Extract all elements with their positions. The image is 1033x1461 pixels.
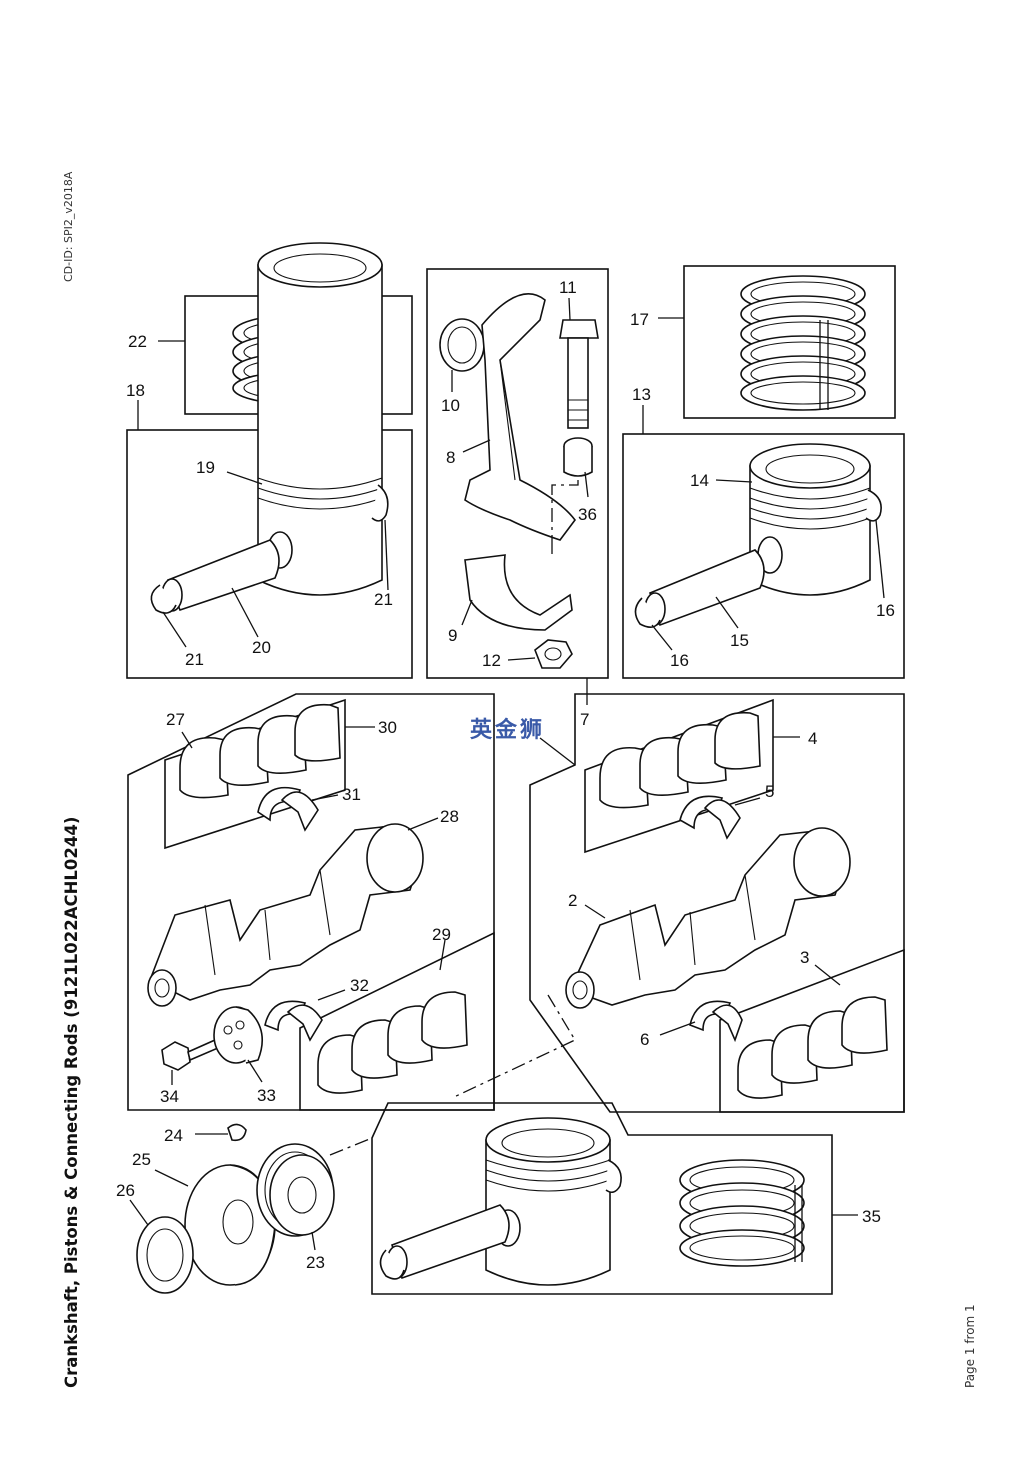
callout-15: 15: [730, 631, 749, 650]
callout-14: 14: [690, 471, 709, 490]
crankshaft-box-left: [127, 693, 495, 1111]
crankshaft-box-right: [529, 693, 905, 1113]
callout-3: 3: [800, 948, 809, 967]
callout-35: 35: [862, 1207, 881, 1226]
piston-14: [749, 443, 882, 596]
piston-rings-17: [740, 275, 866, 411]
thrust-washers-32: [264, 1000, 323, 1042]
piston-kit-box-35: [371, 1102, 833, 1295]
callout-21-left: 21: [185, 650, 204, 669]
callout-9: 9: [448, 626, 457, 645]
piston-kit-rings: [679, 1159, 805, 1267]
crankshaft-2: [565, 827, 851, 1009]
callout-33: 33: [257, 1086, 276, 1105]
bearing-box-3: [719, 948, 905, 1113]
callout-12: 12: [482, 651, 501, 670]
callout-4: 4: [808, 729, 817, 748]
callout-30: 30: [378, 718, 397, 737]
callout-28: 28: [440, 807, 459, 826]
crankshaft-28: [147, 823, 424, 1007]
callout-24: 24: [164, 1126, 183, 1145]
connecting-rod-8: [439, 293, 577, 541]
rings-box-17: [683, 265, 896, 419]
callout-21-right: 21: [374, 590, 393, 609]
thrust-washers-6: [689, 1000, 743, 1043]
pulley-33: [213, 1006, 264, 1064]
thrust-washers-5: [679, 795, 741, 840]
circlip-16: [634, 597, 661, 628]
rod-bearings-3: [737, 996, 888, 1099]
callout-18: 18: [126, 381, 145, 400]
washer-26: [136, 1216, 194, 1294]
circlip-21: [150, 584, 177, 614]
callout-32: 32: [350, 976, 369, 995]
callout-17: 17: [630, 310, 649, 329]
rod-bearings-29: [317, 991, 468, 1094]
main-bearings-27: [179, 703, 341, 799]
piston-pin-20: [161, 539, 280, 612]
callout-2: 2: [568, 891, 577, 910]
bolt-34: [161, 1038, 220, 1071]
callout-22: 22: [128, 332, 147, 351]
bearing-box-29: [299, 931, 495, 1111]
callout-10: 10: [441, 396, 460, 415]
watermark-stamp: 英金狮: [470, 718, 546, 743]
bearing-box-4: [584, 698, 774, 854]
nut-12: [534, 639, 573, 669]
piston-kit-piston: [485, 1117, 622, 1286]
callout-27: 27: [166, 710, 185, 729]
gear-23: [256, 1143, 335, 1237]
callout-8: 8: [446, 448, 455, 467]
callout-34: 34: [160, 1087, 179, 1106]
callout-19: 19: [196, 458, 215, 477]
callout-5: 5: [765, 782, 774, 801]
conrod-box-7: [426, 268, 609, 679]
bolt-11: [559, 319, 599, 429]
thrust-washers-31: [257, 786, 319, 832]
piston-box-13: [622, 433, 905, 679]
piston-19: [257, 242, 389, 596]
callout-31: 31: [342, 785, 361, 804]
callout-26: 26: [116, 1181, 135, 1200]
callout-25: 25: [132, 1150, 151, 1169]
callout-13: 13: [632, 385, 651, 404]
callout-23: 23: [306, 1253, 325, 1272]
piston-pin-15: [644, 549, 765, 627]
callout-20: 20: [252, 638, 271, 657]
callout-29: 29: [432, 925, 451, 944]
rod-cap-9: [464, 554, 573, 631]
callout-7: 7: [580, 710, 589, 729]
dowel-36: [563, 437, 593, 477]
piston-kit-pin: [379, 1204, 510, 1280]
callout-16-left: 16: [670, 651, 689, 670]
key-24: [227, 1123, 247, 1142]
callout-11: 11: [559, 278, 577, 297]
callout-6: 6: [640, 1030, 649, 1049]
main-bearings-4: [599, 711, 761, 809]
callout-36: 36: [578, 505, 597, 524]
callout-16-right: 16: [876, 601, 895, 620]
